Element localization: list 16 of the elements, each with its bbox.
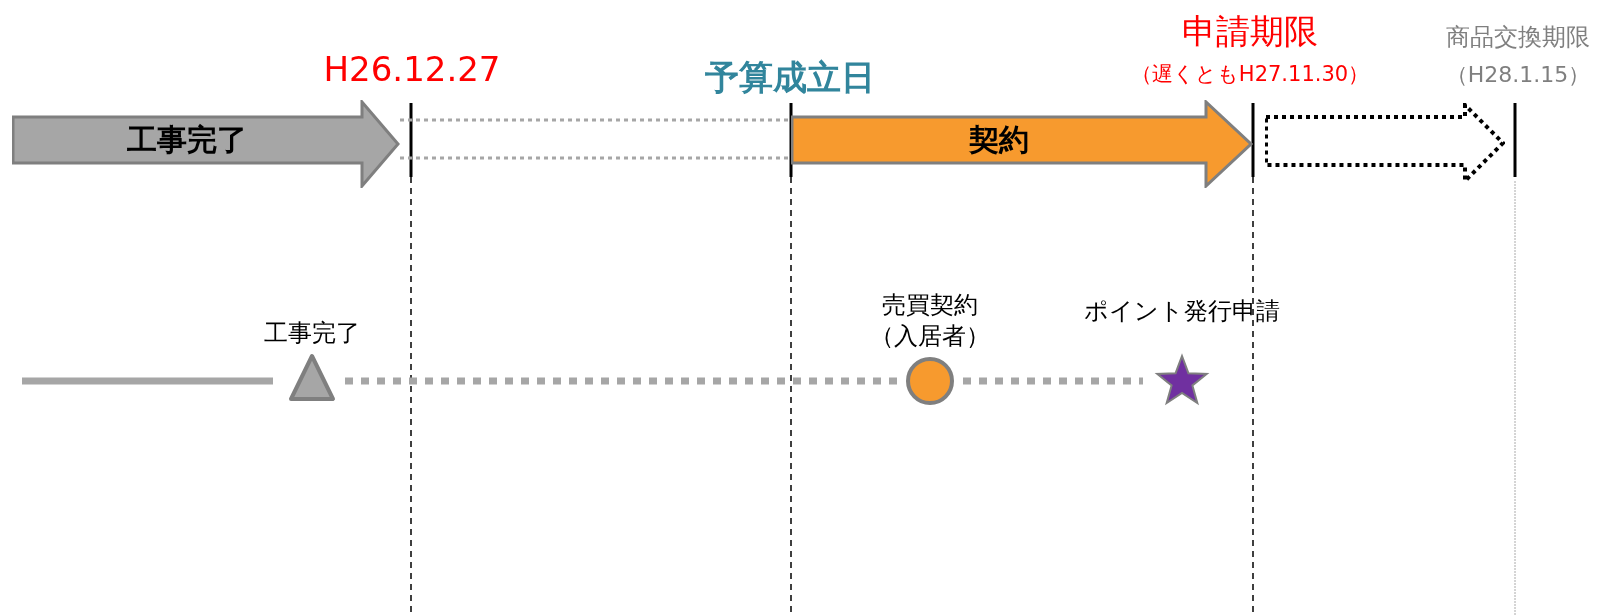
connector-line — [400, 156, 791, 160]
arrow-label: 契約 — [968, 120, 1029, 159]
arrow-shape — [791, 100, 1253, 188]
date-label: H26.12.27 — [323, 50, 501, 90]
date-label: （遅くともH27.11.30） — [1130, 62, 1370, 87]
marker-label: 売買契約（入居者） — [869, 290, 991, 353]
marker-label: 工事完了 — [264, 318, 360, 349]
date-label: 申請期限 — [1182, 12, 1318, 52]
arrow-label: 工事完了 — [127, 120, 247, 159]
marker-label: ポイント発行申請 — [1084, 296, 1280, 327]
outline-arrow — [1265, 103, 1505, 183]
connector-line — [400, 118, 791, 122]
date-label: 商品交換期限 — [1446, 24, 1590, 52]
date-label: 予算成立日 — [705, 58, 875, 98]
arrow-shape — [12, 100, 400, 188]
date-label: （H28.1.15） — [1445, 62, 1591, 88]
